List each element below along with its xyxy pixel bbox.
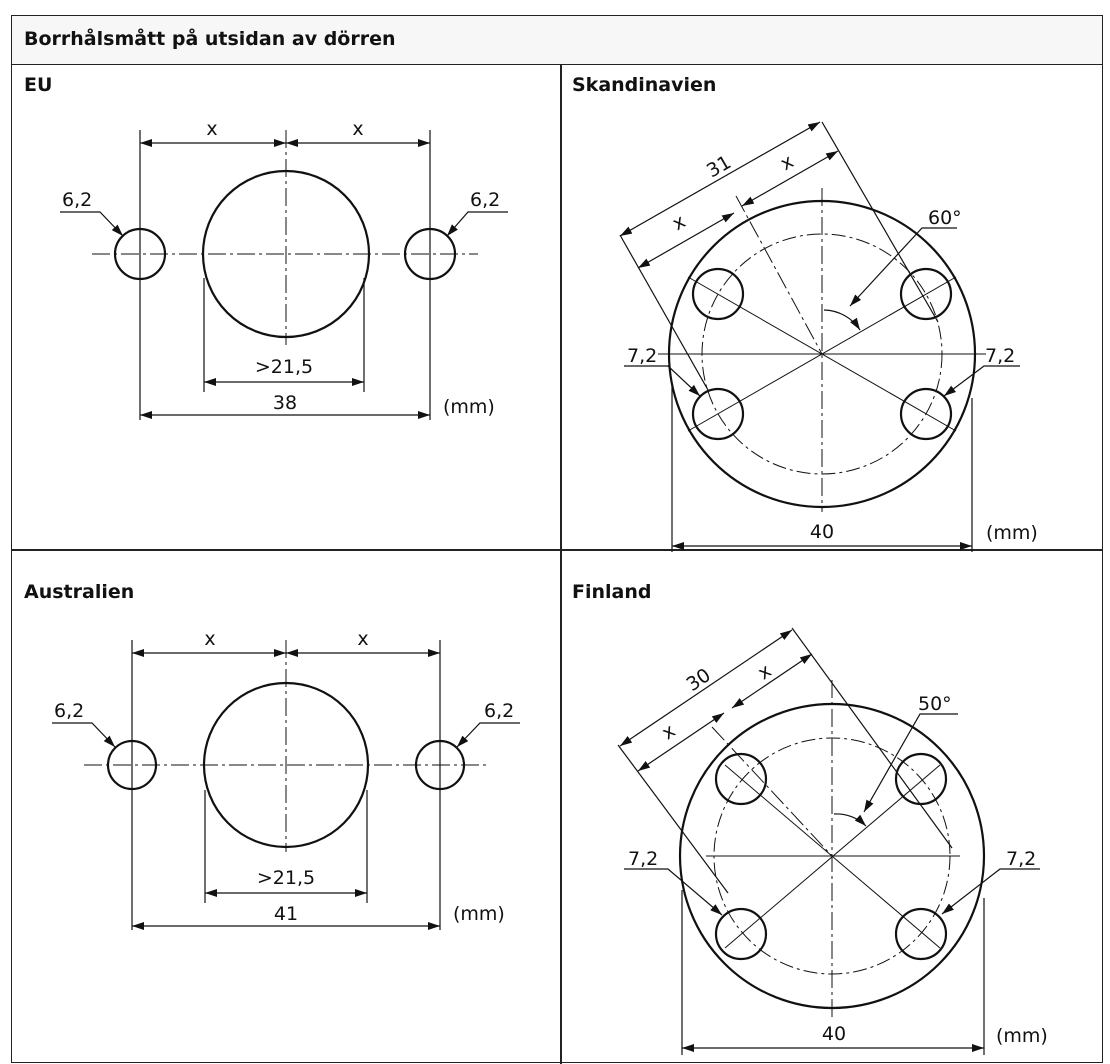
fi-dim-x-lower: x [658,720,680,745]
eu-hole-left-label: 6,2 [62,189,92,211]
eu-dim-x-left: x [206,118,217,140]
fi-hole-left-label: 7,2 [628,848,658,870]
au-hole-right-label: 6,2 [484,700,514,722]
sc-hole-left-label: 7,2 [627,345,657,367]
hole-left [113,227,167,281]
hole-center [202,681,370,849]
eu-unit-label: (mm) [443,396,495,418]
eu-total-label: 38 [273,392,297,414]
fi-hole-right-label: 7,2 [1006,848,1036,870]
fi-span-label: 30 [682,664,714,696]
drawing-finland [617,627,1040,1055]
panel-title-eu: EU [24,74,53,96]
sc-dim-x-lower: x [669,210,690,235]
panel-title-scandinavia: Skandinavien [572,74,717,96]
sc-hole-right-label: 7,2 [985,345,1015,367]
drawing-australia [52,640,520,930]
page-title: Borrhålsmått på utsidan av dörren [24,28,396,50]
table-header: Borrhålsmått på utsidan av dörren [12,16,1102,65]
sc-span-label: 31 [703,151,735,182]
panel-title-finland: Finland [572,581,652,603]
sc-dim-x-upper: x [777,150,798,175]
au-unit-label: (mm) [453,903,505,925]
diagram-sheet: Borrhålsmått på utsidan av dörren EU Ska… [11,15,1103,1064]
eu-hole-right-label: 6,2 [470,189,500,211]
sc-unit-label: (mm) [986,522,1038,544]
sc-angle-label: 60° [928,207,962,229]
fi-diameter-label: 40 [822,1023,846,1045]
eu-dim-x-right: x [352,118,363,140]
au-dim-x-left: x [204,628,215,650]
eu-center-min-label: >21,5 [255,356,313,378]
au-center-min-label: >21,5 [257,867,315,889]
au-hole-left-label: 6,2 [54,700,84,722]
drawing-scandinavia [619,121,1020,552]
hole-right [403,227,457,281]
fi-angle-label: 50° [918,693,952,715]
column-divider [560,64,562,1064]
au-dim-x-right: x [357,628,368,650]
au-total-label: 41 [274,903,298,925]
drawing-eu [60,130,508,420]
hole-center [201,169,371,339]
fi-unit-label: (mm) [996,1025,1048,1047]
hole-right [414,739,466,791]
row-divider [12,549,1102,551]
panel-title-australia: Australien [24,581,135,603]
hole-left [106,739,158,791]
sc-diameter-label: 40 [810,521,834,543]
